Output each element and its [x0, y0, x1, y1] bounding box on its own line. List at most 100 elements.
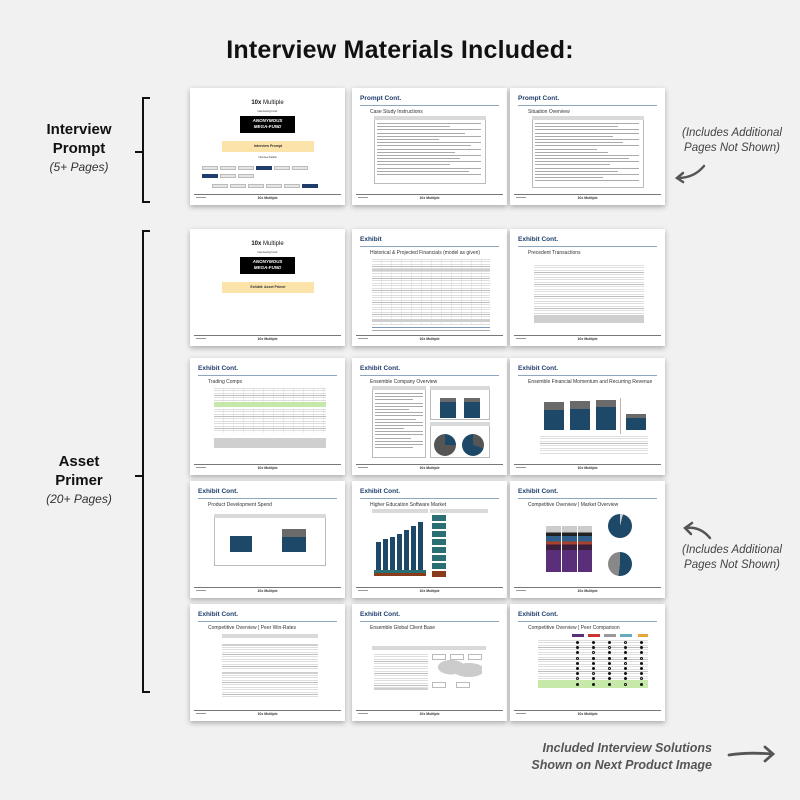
harvey-ball-icon	[624, 641, 627, 644]
comps-table	[214, 409, 326, 433]
page-header: Exhibit Cont.	[518, 611, 559, 618]
segment-label	[432, 539, 446, 545]
chart-bar	[230, 536, 252, 552]
page-footer: 10x Multiple	[356, 710, 503, 717]
pie-chart	[434, 434, 456, 456]
harvey-ball-icon	[592, 646, 595, 650]
brand-logo: 10x Multiple	[251, 100, 284, 106]
chart-bar	[570, 409, 590, 430]
chart-bar	[464, 400, 480, 418]
page-header: Prompt Cont.	[360, 95, 402, 102]
chart-bar	[418, 522, 423, 570]
page-thumbnail-global-client-base: Exhibit Cont. Ensemble Global Client Bas…	[352, 604, 507, 721]
page-subtitle: Trading Comps	[208, 379, 242, 385]
harvey-ball-icon	[576, 667, 579, 670]
page-thumbnail-peer-win-rates: Exhibit Cont. Competitive Overview | Pee…	[190, 604, 345, 721]
harvey-ball-icon	[624, 646, 627, 650]
section-label-line2: Prompt	[52, 140, 106, 157]
harvey-ball-icon	[640, 656, 643, 660]
page-footer: 10x Multiple	[194, 335, 341, 342]
harvey-ball-icon	[592, 641, 595, 644]
page-footer: 10x Multiple	[356, 335, 503, 342]
page-thumbnail-historical-financials: Exhibit Historical & Projected Financial…	[352, 229, 507, 346]
page-header: Exhibit Cont.	[198, 611, 239, 618]
harvey-ball-icon	[576, 661, 579, 665]
harvey-ball-icon	[576, 646, 579, 650]
harvey-ball-icon	[592, 661, 595, 665]
page-subtitle: Historical & Projected Financials (model…	[370, 250, 481, 256]
page-thumbnail-situation-overview: Prompt Cont. Situation Overview 10x Mult…	[510, 88, 665, 205]
segment-label	[432, 523, 446, 529]
page-header: Exhibit Cont.	[360, 611, 401, 618]
cover-banner: Interview Prompt	[222, 141, 314, 152]
chart-bar	[544, 410, 564, 430]
page-footer: 10x Multiple	[514, 710, 661, 717]
chart-bar	[376, 542, 381, 570]
stacked-bar-chart	[546, 526, 592, 572]
harvey-ball-icon	[592, 682, 595, 686]
page-header: Exhibit Cont.	[360, 488, 401, 495]
harvey-ball-icon	[624, 672, 627, 676]
harvey-ball-icon	[576, 656, 579, 660]
page-header: Exhibit Cont.	[360, 365, 401, 372]
section-label-interview-prompt: Interview Prompt (5+ Pages)	[14, 120, 144, 174]
pie-chart	[608, 552, 632, 576]
harvey-ball-icon	[576, 677, 579, 681]
page-subtitle: Ensemble Financial Momentum and Recurrin…	[528, 379, 653, 385]
metrics-table	[540, 436, 648, 454]
page-footer: 10x Multiple	[514, 464, 661, 471]
curly-bracket-icon	[135, 97, 150, 203]
win-rates-table	[222, 675, 318, 699]
pie-chart	[608, 514, 632, 538]
harvey-ball-icon	[608, 672, 611, 676]
section-label-line1: Interview	[46, 121, 112, 138]
page-subtitle: Higher Education Software Market	[370, 502, 447, 508]
section-label-asset-primer: Asset Primer (20+ Pages)	[14, 452, 144, 506]
harvey-ball-icon	[592, 672, 595, 676]
page-thumbnail-market-overview: Exhibit Cont. Competitive Overview | Mar…	[510, 481, 665, 598]
chip-row	[202, 174, 254, 178]
harvey-ball-icon	[624, 667, 627, 670]
page-title: Interview Materials Included:	[226, 36, 574, 64]
page-footer: 10x Multiple	[514, 587, 661, 594]
page-subtitle: Situation Overview	[528, 109, 570, 115]
page-thumbnail-company-overview: Exhibit Cont. Ensemble Company Overview …	[352, 358, 507, 475]
page-header: Exhibit Cont.	[198, 488, 239, 495]
fund-label: Interviewing Fund:	[257, 251, 278, 254]
section-pages-note: (5+ Pages)	[49, 160, 109, 174]
page-thumbnail-trading-comps: Exhibit Cont. Trading Comps 10x Multiple	[190, 358, 345, 475]
page-subtitle: Ensemble Global Client Base	[370, 625, 436, 631]
world-map-icon	[438, 656, 482, 684]
harvey-ball-icon	[640, 646, 643, 650]
page-footer: 10x Multiple	[356, 587, 503, 594]
page-footer: 10x Multiple	[194, 464, 341, 471]
harvey-ball-icon	[624, 656, 627, 660]
details-label: Interview Details	[258, 156, 277, 159]
harvey-ball-icon	[624, 661, 627, 665]
client-table	[374, 654, 428, 688]
segment-label	[432, 563, 446, 569]
curved-arrow-left-icon	[674, 164, 706, 184]
page-subtitle: Precedent Transactions	[528, 250, 581, 256]
page-thumbnail-peer-comparison: Exhibit Cont. Competitive Overview | Pee…	[510, 604, 665, 721]
harvey-ball-icon	[608, 656, 611, 660]
page-header: Exhibit Cont.	[518, 488, 559, 495]
page-header: Exhibit Cont.	[198, 365, 239, 372]
transactions-table	[534, 265, 644, 315]
page-footer: 10x Multiple	[514, 194, 661, 201]
harvey-ball-icon	[576, 641, 579, 644]
page-thumbnail-financial-momentum: Exhibit Cont. Ensemble Financial Momentu…	[510, 358, 665, 475]
win-rates-table	[222, 647, 318, 669]
harvey-ball-icon	[608, 682, 611, 686]
pie-chart	[462, 434, 484, 456]
page-subtitle: Competitive Overview | Peer Comparison	[528, 625, 620, 631]
harvey-ball-icon	[592, 677, 595, 681]
segment-label	[432, 555, 446, 561]
segment-label	[432, 547, 446, 553]
cover-banner: Exhibit: Asset Primer	[222, 282, 314, 293]
page-footer: 10x Multiple	[194, 194, 341, 201]
